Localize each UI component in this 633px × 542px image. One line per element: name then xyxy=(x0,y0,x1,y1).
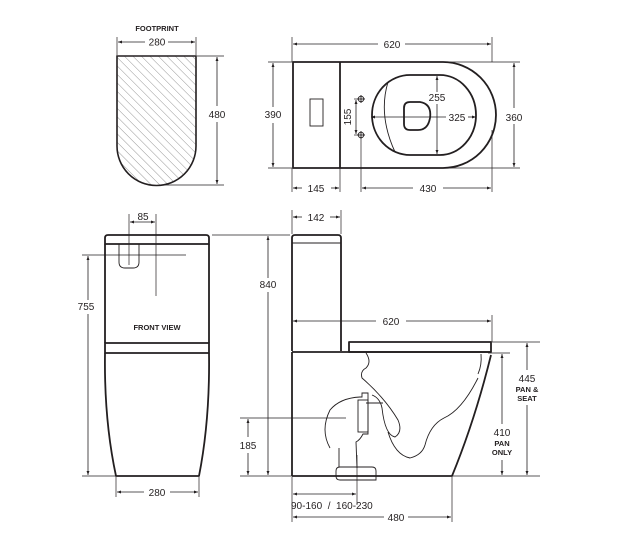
side-view: 142 840 620 185 xyxy=(212,210,540,524)
bowl-length: 325 xyxy=(449,113,466,124)
front-base-width: 280 xyxy=(149,488,166,499)
footprint-view: FOOTPRINT 280 480 xyxy=(116,24,226,187)
plan-overall-length: 620 xyxy=(384,40,401,51)
footprint-depth: 480 xyxy=(209,110,226,121)
front-view: 85 FRONT VIEW 755 280 xyxy=(78,212,210,499)
plan-outline xyxy=(292,61,497,169)
front-view-title: FRONT VIEW xyxy=(133,323,181,332)
plan-bolt-to-front: 430 xyxy=(420,184,437,195)
plan-pan-width: 360 xyxy=(506,113,523,124)
footprint-shape xyxy=(116,55,197,187)
bolt-spacing: 155 xyxy=(343,108,354,125)
base-length: 480 xyxy=(388,513,405,524)
plan-view: 620 255 325 155 xyxy=(265,37,523,195)
button-offset: 85 xyxy=(137,212,149,223)
side-cistern-depth: 142 xyxy=(308,213,325,224)
outlet-height: 185 xyxy=(240,441,257,452)
height-pan-seat-label-1: PAN & xyxy=(516,385,539,394)
flush-button xyxy=(118,244,140,269)
seat-side xyxy=(348,341,492,353)
plan-cistern-length: 145 xyxy=(308,184,325,195)
footprint-title: FOOTPRINT xyxy=(135,24,179,33)
set-out-range: 90-160 / 160-230 xyxy=(291,501,373,512)
footprint-width: 280 xyxy=(149,38,166,49)
height-pan-seat: 445 xyxy=(519,374,536,385)
button-height: 755 xyxy=(78,302,95,313)
height-pan-only-label-1: PAN xyxy=(494,439,509,448)
height-pan-only-label-2: ONLY xyxy=(492,448,512,457)
bowl-opening xyxy=(403,101,432,131)
height-pan-seat-label-2: SEAT xyxy=(517,394,537,403)
side-overall-length: 620 xyxy=(383,317,400,328)
plan-cistern-depth: 390 xyxy=(265,110,282,121)
bowl-width: 255 xyxy=(429,93,446,104)
total-height: 840 xyxy=(260,280,277,291)
seat-outline xyxy=(371,74,477,156)
flush-button-plan xyxy=(309,98,324,127)
height-pan-only: 410 xyxy=(494,428,511,439)
bolt-holes xyxy=(357,95,365,139)
